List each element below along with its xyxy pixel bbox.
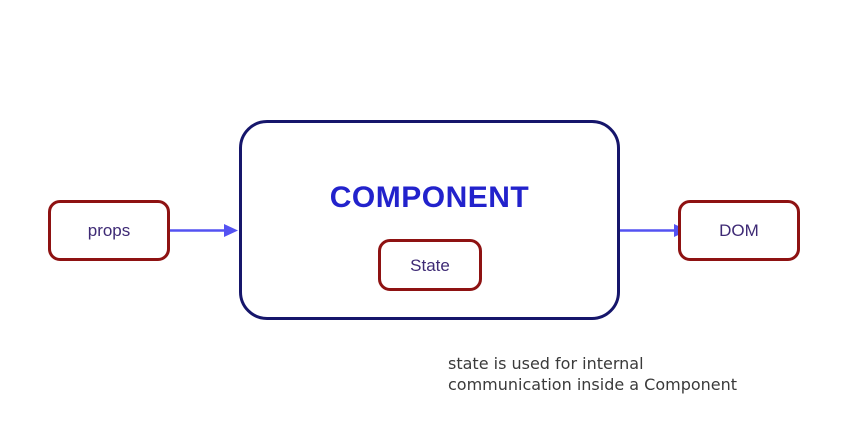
caption-line-1: state is used for internal (448, 354, 644, 373)
props-node-label: props (87, 221, 131, 240)
state-node: State (378, 239, 482, 291)
arrow-right-icon (170, 224, 238, 237)
component-title: COMPONENT (329, 181, 530, 214)
state-node-label: State (410, 255, 450, 275)
caption-line-2: communication inside a Component (448, 375, 738, 394)
dom-node: DOM (678, 200, 800, 261)
dom-node-label: DOM (719, 221, 759, 240)
diagram-caption: state is used for internal communication… (448, 353, 737, 395)
component-box (239, 120, 620, 320)
props-node: props (48, 200, 170, 261)
